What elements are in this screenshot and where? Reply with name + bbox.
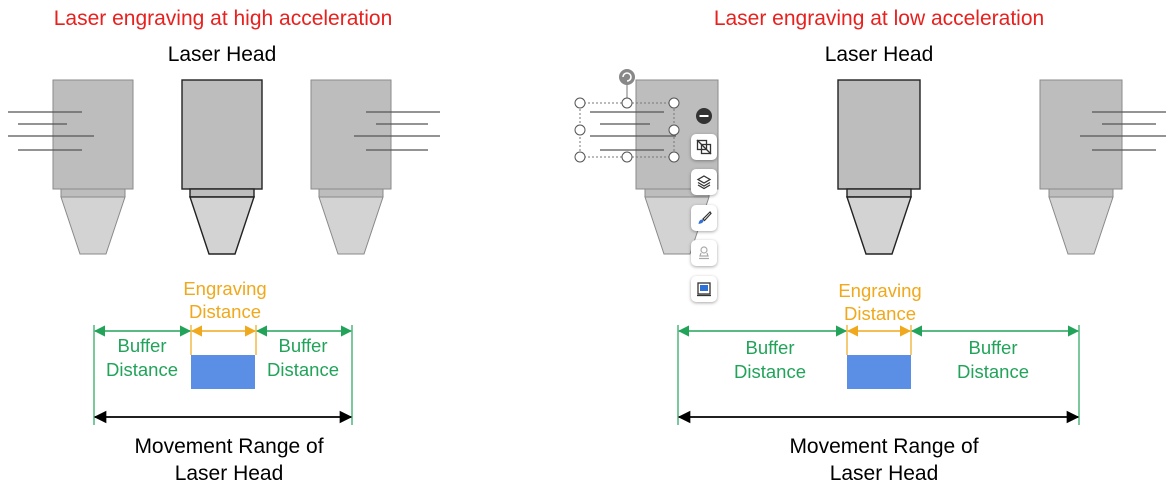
movement-range-label: Movement Range of [789, 435, 978, 458]
panel-high-acceleration: Laser engraving at high acceleration Las… [8, 7, 440, 485]
brush-icon [696, 210, 712, 226]
movement-range-label: Laser Head [830, 462, 939, 485]
engraving-area [847, 355, 911, 389]
buffer-distance-label-right: Buffer [968, 337, 1017, 358]
movement-range-label: Laser Head [175, 462, 284, 485]
engraving-distance-label: Distance [189, 301, 261, 322]
laser-head-right [1039, 79, 1166, 255]
remove-button[interactable] [691, 103, 717, 129]
engraving-area [191, 355, 255, 389]
panel-title: Laser engraving at high acceleration [54, 7, 393, 30]
selection-box[interactable] [574, 69, 680, 163]
frame-icon [696, 281, 712, 297]
engraving-distance-label: Engraving [838, 280, 921, 301]
engraving-distance-label: Distance [844, 303, 916, 324]
frame-button[interactable] [691, 276, 717, 302]
motion-lines [590, 111, 676, 151]
layers-icon [696, 174, 712, 190]
buffer-distance-label-left: Distance [106, 359, 178, 380]
buffer-distance-label-left: Buffer [745, 337, 794, 358]
engraving-distance-label: Engraving [183, 278, 266, 299]
stamp-icon [696, 245, 712, 261]
crop-icon [696, 139, 712, 155]
motion-lines [1080, 111, 1166, 151]
movement-range-label: Movement Range of [134, 435, 323, 458]
motion-lines [354, 111, 440, 151]
buffer-distance-label-right: Distance [267, 359, 339, 380]
resize-handle[interactable] [574, 97, 680, 163]
buffer-distance-label-right: Buffer [278, 335, 327, 356]
panel-low-acceleration: Laser engraving at low acceleration Lase… [574, 7, 1166, 485]
laser-head-label: Laser Head [825, 43, 934, 66]
laser-head-right [310, 79, 440, 255]
laser-head-left [8, 79, 134, 255]
brush-button[interactable] [691, 205, 717, 231]
motion-lines [8, 111, 94, 151]
buffer-distance-label-left: Distance [734, 361, 806, 382]
remove-icon [695, 107, 713, 125]
laser-head-center [837, 79, 921, 255]
stamp-button[interactable] [691, 240, 717, 266]
laser-head-label: Laser Head [168, 43, 277, 66]
laser-head-center [181, 79, 263, 255]
buffer-distance-label-right: Distance [957, 361, 1029, 382]
layers-button[interactable] [691, 169, 717, 195]
crop-button[interactable] [691, 134, 717, 160]
panel-title: Laser engraving at low acceleration [714, 7, 1044, 30]
rotate-handle-icon[interactable] [619, 69, 635, 85]
buffer-distance-label-left: Buffer [117, 335, 166, 356]
